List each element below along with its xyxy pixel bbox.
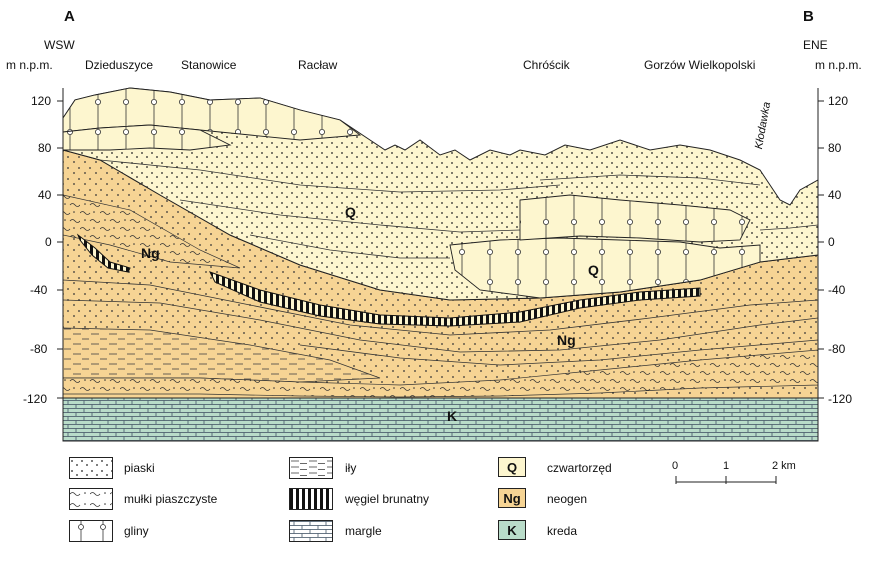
unit-lignite-seam bbox=[208, 271, 701, 327]
section-label-q-lower: Q bbox=[588, 262, 599, 278]
unit-q-till-mid bbox=[62, 124, 232, 151]
elev-right-minus80: -80 bbox=[828, 342, 846, 356]
scale-tick-2: 2 km bbox=[772, 460, 796, 472]
legend-label-marl: margle bbox=[345, 524, 382, 538]
legend-swatch-till bbox=[69, 520, 113, 542]
elev-left-120: 120 bbox=[31, 94, 52, 108]
locality-raclaw: Racław bbox=[298, 58, 338, 72]
legend-label-k: kreda bbox=[547, 524, 578, 538]
unit-ng-silt-upper bbox=[62, 194, 241, 269]
unit-lignite-lens bbox=[76, 233, 131, 273]
section-label-ng-lower: Ng bbox=[557, 332, 576, 348]
section-label-ng-upper: Ng bbox=[141, 245, 160, 261]
unit-k-marl bbox=[62, 397, 819, 442]
legend-swatch-q: Q bbox=[498, 457, 526, 477]
legend-swatch-marl bbox=[289, 520, 333, 542]
section-label-q-upper: Q bbox=[345, 204, 356, 220]
legend-label-q: czwartorzęd bbox=[547, 461, 612, 475]
legend-swatch-silt bbox=[69, 488, 113, 510]
locality-stanowice: Stanowice bbox=[181, 58, 237, 72]
unit-q-till-lens bbox=[449, 237, 761, 299]
elev-left-minus40: -40 bbox=[30, 283, 48, 297]
elev-right-80: 80 bbox=[828, 141, 842, 155]
elev-left-40: 40 bbox=[38, 188, 52, 202]
legend-swatch-k: K bbox=[498, 520, 526, 540]
left-unit-label: m n.p.m. bbox=[6, 58, 53, 72]
elev-right-120: 120 bbox=[828, 94, 849, 108]
legend-label-sand: piaski bbox=[124, 461, 155, 475]
scale-tick-0: 0 bbox=[672, 460, 679, 472]
legend-label-silt: mułki piaszczyste bbox=[124, 492, 218, 506]
right-unit-label: m n.p.m. bbox=[815, 58, 862, 72]
profile-end-a: A bbox=[64, 8, 75, 25]
elev-left-80: 80 bbox=[38, 141, 52, 155]
section-label-k: K bbox=[447, 408, 458, 424]
elev-right-0: 0 bbox=[828, 235, 835, 249]
legend-label-clay: iły bbox=[345, 461, 357, 475]
scale-tick-1: 1 bbox=[723, 460, 730, 472]
legend-label-ng: neogen bbox=[547, 492, 588, 506]
right-direction: ENE bbox=[803, 38, 828, 52]
legend-label-till: gliny bbox=[124, 524, 149, 538]
elev-left-minus80: -80 bbox=[30, 342, 48, 356]
locality-gorzow: Gorzów Wielkopolski bbox=[644, 58, 756, 72]
scale-bar bbox=[675, 476, 777, 484]
legend-swatch-lignite bbox=[289, 488, 333, 510]
locality-chroscik: Chróścik bbox=[523, 58, 570, 72]
elev-right-minus120: -120 bbox=[828, 392, 853, 406]
elev-right-40: 40 bbox=[828, 188, 842, 202]
elev-right-minus40: -40 bbox=[828, 283, 846, 297]
elev-left-minus120: -120 bbox=[23, 392, 48, 406]
legend-label-lignite: węgiel brunatny bbox=[345, 492, 430, 506]
legend-swatch-clay bbox=[289, 457, 333, 479]
unit-q-till-right bbox=[519, 194, 751, 243]
legend-swatch-ng: Ng bbox=[498, 488, 526, 508]
left-direction: WSW bbox=[44, 38, 75, 52]
profile-end-b: B bbox=[803, 8, 814, 25]
legend-swatch-sand bbox=[69, 457, 113, 479]
locality-dzieduszyce: Dzieduszyce bbox=[85, 58, 154, 72]
elev-left-0: 0 bbox=[45, 235, 52, 249]
